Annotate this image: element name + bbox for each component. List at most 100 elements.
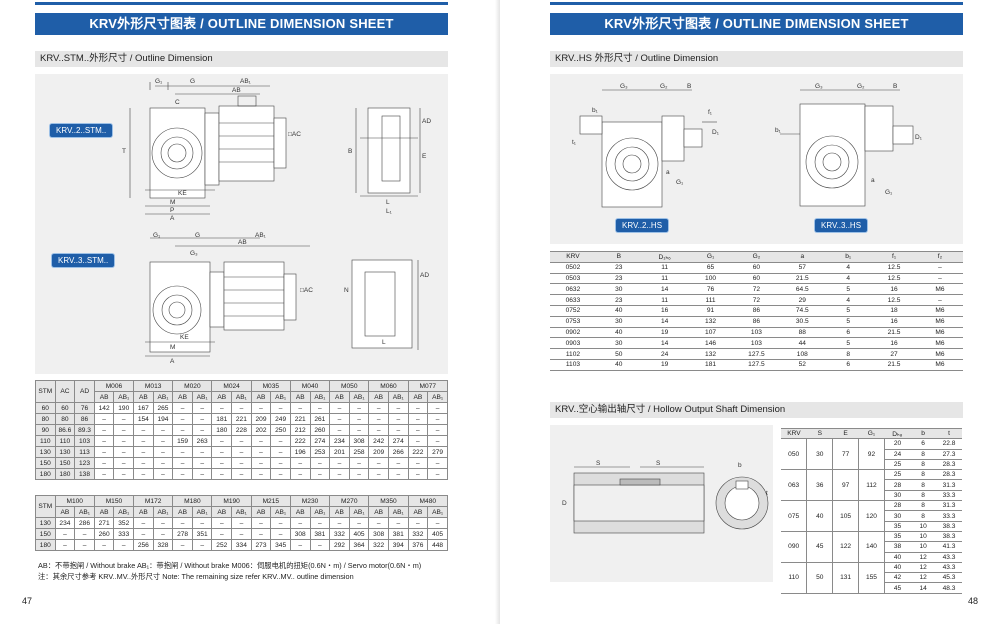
group-cell: 112: [858, 469, 885, 502]
table-cell: –: [917, 273, 963, 285]
table-cell: 14: [910, 582, 937, 594]
table-cell: 80: [35, 413, 56, 425]
table-cell: –: [191, 517, 213, 529]
label-b: B: [687, 83, 691, 90]
table-cell: 242: [368, 435, 389, 447]
table-cell: –: [250, 435, 272, 447]
table-cell: 91: [687, 305, 734, 317]
table-cell: 60: [35, 402, 56, 414]
table-cell: –: [211, 446, 233, 458]
table-cell: 222: [407, 446, 429, 458]
table-cell: –: [113, 424, 135, 436]
sub-header: AB₁: [427, 391, 448, 403]
table-cell: 11: [641, 294, 688, 306]
table-cell: 8: [910, 469, 937, 481]
group-cell: 30: [806, 438, 834, 471]
table-cell: 222: [289, 435, 311, 447]
table-cell: 11: [641, 273, 688, 285]
table-cell: 40: [884, 562, 911, 574]
table-cell: 72: [733, 294, 780, 306]
table-cell: 40: [884, 552, 911, 563]
table-cell: –: [309, 457, 331, 469]
label-s2: S: [656, 460, 661, 467]
page-title: KRV外形尺寸图表 / OUTLINE DIMENSION SHEET: [550, 13, 963, 35]
col-header: AD: [74, 380, 95, 403]
table-cell: 89.3: [74, 424, 95, 436]
table-cell: 14: [641, 316, 688, 328]
label-b1: b₁: [592, 107, 599, 114]
table-cell: 263: [191, 435, 213, 447]
table-cell: 38: [884, 541, 911, 553]
label-l-b: L: [382, 339, 386, 346]
table-cell: –: [427, 517, 448, 529]
table-cell: 8: [910, 490, 937, 502]
table-cell: –: [250, 468, 272, 480]
sub-header: AB₁: [152, 391, 174, 403]
page-title: KRV外形尺寸图表 / OUTLINE DIMENSION SHEET: [35, 13, 448, 35]
motor-header: M172: [133, 495, 174, 507]
label-l: L: [386, 199, 390, 206]
table-cell: 24: [884, 449, 911, 460]
label-bb: b: [738, 462, 742, 469]
table-cell: 0632: [550, 283, 596, 296]
group-cell: 36: [806, 469, 834, 502]
table-cell: –: [93, 435, 115, 447]
table-cell: –: [152, 457, 174, 469]
table-cell: –: [427, 424, 448, 436]
table-cell: –: [309, 402, 331, 414]
table-cell: –: [289, 402, 311, 414]
table-cell: 4: [825, 294, 872, 306]
table-cell: 332: [407, 528, 429, 540]
label-g: G: [190, 78, 195, 85]
table-cell: –: [387, 402, 409, 414]
table-cell: 345: [270, 539, 291, 551]
table-cell: –: [93, 413, 115, 425]
table-cell: –: [113, 413, 135, 425]
table-cell: –: [289, 468, 311, 480]
table-cell: –: [191, 539, 213, 551]
table-cell: –: [231, 402, 252, 414]
sub-header: AB: [329, 391, 350, 403]
table-cell: –: [427, 413, 448, 425]
table-cell: –: [211, 517, 233, 529]
table-cell: 12: [910, 552, 937, 563]
table-cell: –: [270, 517, 291, 529]
table-cell: 250: [270, 424, 291, 436]
table-cell: 1102: [550, 348, 596, 360]
motor-header: M006: [93, 380, 135, 392]
table-cell: 76: [74, 402, 95, 414]
table-cell: M6: [917, 283, 963, 296]
label-b-r: B: [893, 83, 897, 90]
table-cell: 190: [113, 402, 135, 414]
table-cell: –: [172, 457, 193, 469]
stm-2-stage-drawing: G₁ G AB₁ AB C □AC T KE M P A B AD E L L₁: [122, 78, 431, 222]
motor-header: M020: [172, 380, 213, 392]
left-page: KRV外形尺寸图表 / OUTLINE DIMENSION SHEET KRV.…: [22, 2, 449, 606]
table-cell: 42: [884, 572, 911, 584]
table-cell: –: [427, 435, 448, 447]
col-header: S: [806, 427, 833, 440]
table-cell: –: [387, 517, 409, 529]
sub-header: AB₁: [231, 391, 252, 403]
table-cell: –: [211, 402, 233, 414]
sub-header: AB₁: [231, 506, 252, 518]
sub-header: AB: [368, 506, 389, 518]
label-d: D: [562, 500, 567, 507]
table-cell: 14: [641, 283, 688, 296]
table-cell: 35: [884, 531, 911, 543]
table-cell: 167: [133, 402, 154, 414]
table-cell: 21.5: [779, 273, 826, 285]
table-cell: –: [387, 413, 409, 425]
table-cell: 110: [35, 435, 56, 447]
table-cell: 253: [309, 446, 331, 458]
table-cell: 28: [884, 479, 911, 491]
